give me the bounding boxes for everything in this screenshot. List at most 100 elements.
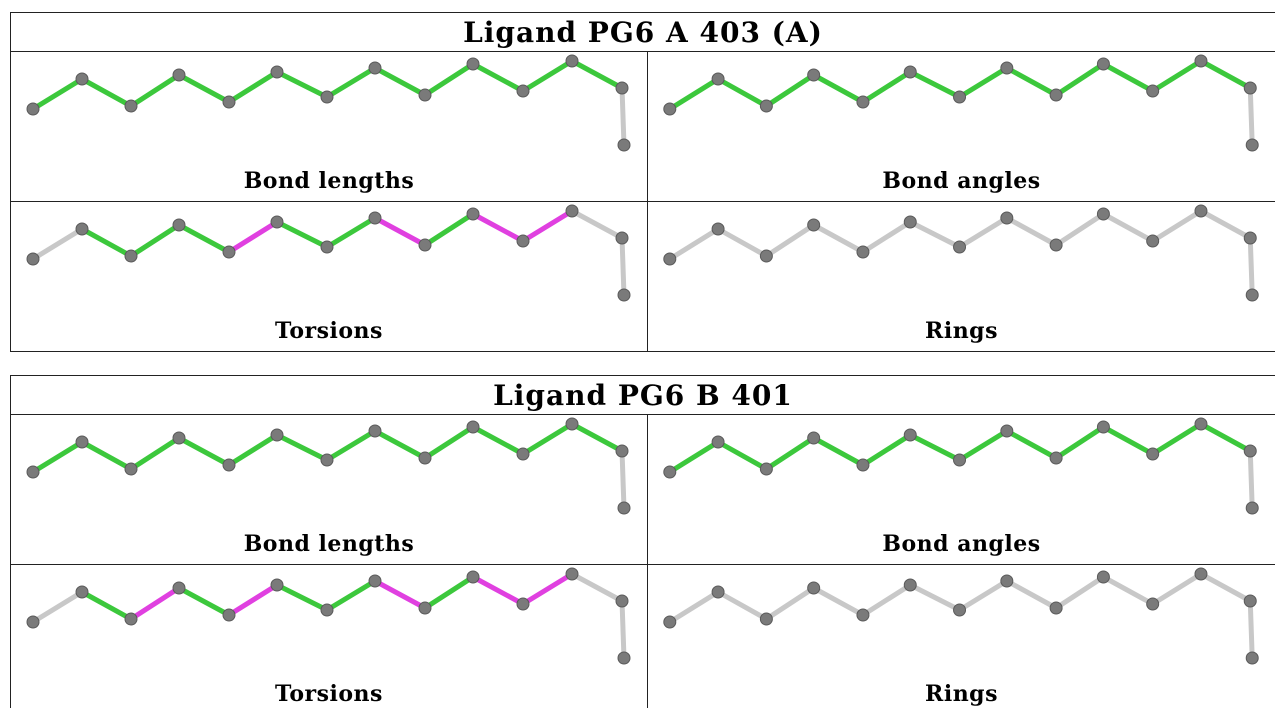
atom [617,288,631,302]
atom [222,95,236,109]
atom [807,581,821,595]
grid-line [10,415,11,708]
atom [26,252,40,266]
atom [807,431,821,445]
bond [1100,211,1156,244]
bond [324,428,378,463]
bond [1053,574,1106,611]
bond [667,589,721,625]
bond [226,432,280,468]
atom [711,585,725,599]
bond [811,585,866,618]
bond [422,574,476,611]
bond [176,222,232,255]
atom [270,215,284,229]
bond [226,219,280,255]
bond [30,439,85,475]
molecule-diagram [663,417,1259,515]
atom [222,245,236,259]
atom [617,501,631,515]
atom [320,240,334,254]
bond [30,76,85,112]
atom [466,207,480,221]
atom [466,570,480,584]
bond [128,222,182,259]
atom [856,608,870,622]
bond [569,421,625,454]
atom [466,57,480,71]
bond [274,219,330,250]
bond [226,582,280,618]
atom [222,608,236,622]
bond [1004,65,1059,98]
atom [172,218,186,232]
atom [26,615,40,629]
molecule-diagram [26,54,631,152]
bond [1100,424,1156,457]
bond [1150,421,1204,457]
panel-label: Rings [925,318,998,344]
bond [372,65,428,98]
atom [466,420,480,434]
bond [422,61,476,98]
bond [324,215,378,250]
bond [324,65,378,100]
atom [418,238,432,252]
atom [953,90,967,104]
bond [763,435,817,472]
atom [711,222,725,236]
atom [270,65,284,79]
bond [569,208,625,241]
atom [711,435,725,449]
atom [615,81,629,95]
ligand-title: Ligand PG6 B 401 [10,375,1275,415]
bond [811,222,866,255]
panel-label: Bond angles [882,168,1041,194]
atom [516,597,530,611]
atom [1096,420,1110,434]
atom [711,72,725,86]
bond [1198,421,1253,454]
atom [617,651,631,665]
bond [811,72,866,105]
bond [422,424,476,461]
atom [124,99,138,113]
panel-rings: Rings [648,202,1275,351]
bond [569,58,625,91]
bond [372,578,428,611]
panel-label: Torsions [275,318,383,344]
panel-label: Rings [925,681,998,707]
bond [1053,424,1106,461]
panel-label: Torsions [275,681,383,707]
bond [1004,215,1059,248]
atom [1000,211,1014,225]
bond [763,222,817,259]
atom [270,428,284,442]
atom [565,204,579,218]
atom [1146,84,1160,98]
atom [270,578,284,592]
bond [520,571,575,607]
atom [807,68,821,82]
atom [565,54,579,68]
panel-torsions: Torsions [11,202,647,351]
atom [516,234,530,248]
bond [79,439,134,472]
bond [957,65,1010,100]
atom [903,215,917,229]
atom [759,612,773,626]
bond [569,571,625,604]
atom [565,417,579,431]
panel-label: Bond angles [882,531,1041,557]
atom [1049,451,1063,465]
atom [1000,424,1014,438]
atom [1096,570,1110,584]
panel-label: Bond lengths [243,531,415,557]
ligand-block: Ligand PG6 A 403 (A) Bond lengths Bond a… [10,12,1275,352]
atom [222,458,236,472]
atom [1194,204,1208,218]
bond [1053,211,1106,248]
bond [274,432,330,463]
panel-grid: Bond lengths Bond angles Torsions Rings [10,52,1275,352]
atom [617,138,631,152]
